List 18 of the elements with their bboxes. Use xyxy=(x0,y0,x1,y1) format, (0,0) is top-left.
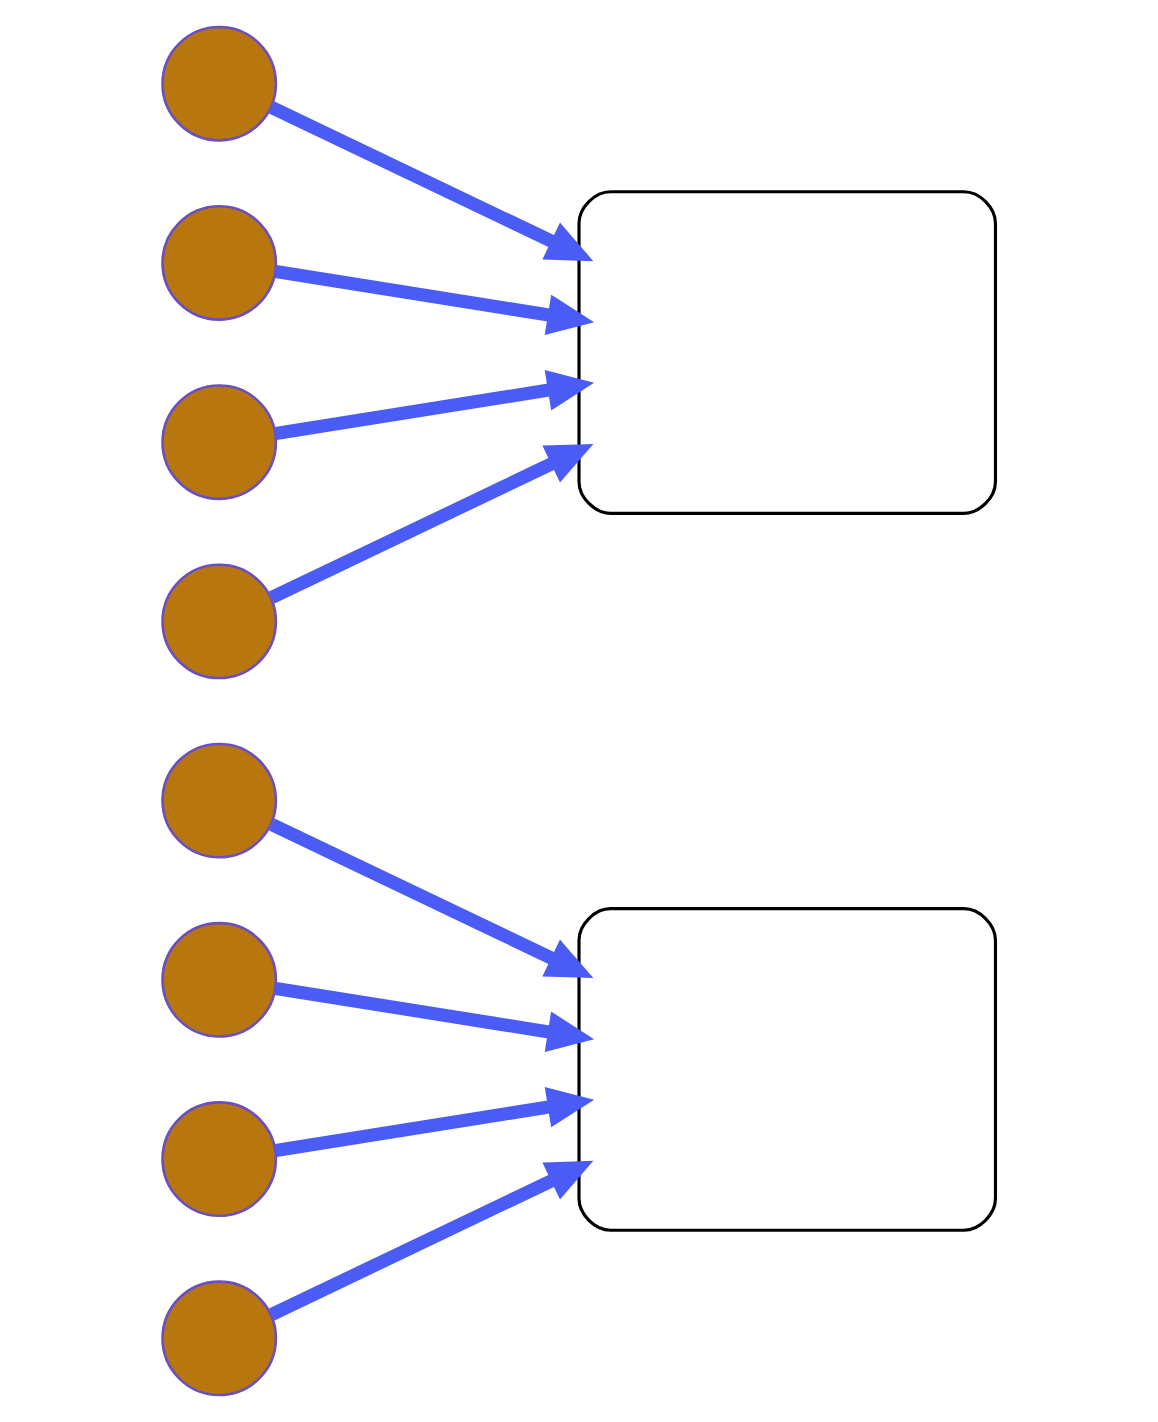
node-circle xyxy=(161,742,278,859)
arrow xyxy=(268,443,594,604)
node-circle xyxy=(161,25,278,142)
arrow xyxy=(274,1086,595,1157)
node-circle xyxy=(161,1280,278,1397)
node-circle xyxy=(161,204,278,321)
arrow xyxy=(274,981,595,1052)
arrow xyxy=(268,818,594,979)
node-circle xyxy=(161,921,278,1038)
node-box xyxy=(577,907,998,1232)
arrow xyxy=(274,370,595,441)
node-circle xyxy=(161,384,278,501)
arrow xyxy=(274,265,595,336)
node-circle xyxy=(161,563,278,680)
node-circle xyxy=(161,1101,278,1218)
arrow xyxy=(268,101,594,262)
arrow xyxy=(268,1160,594,1321)
node-box xyxy=(577,190,998,515)
